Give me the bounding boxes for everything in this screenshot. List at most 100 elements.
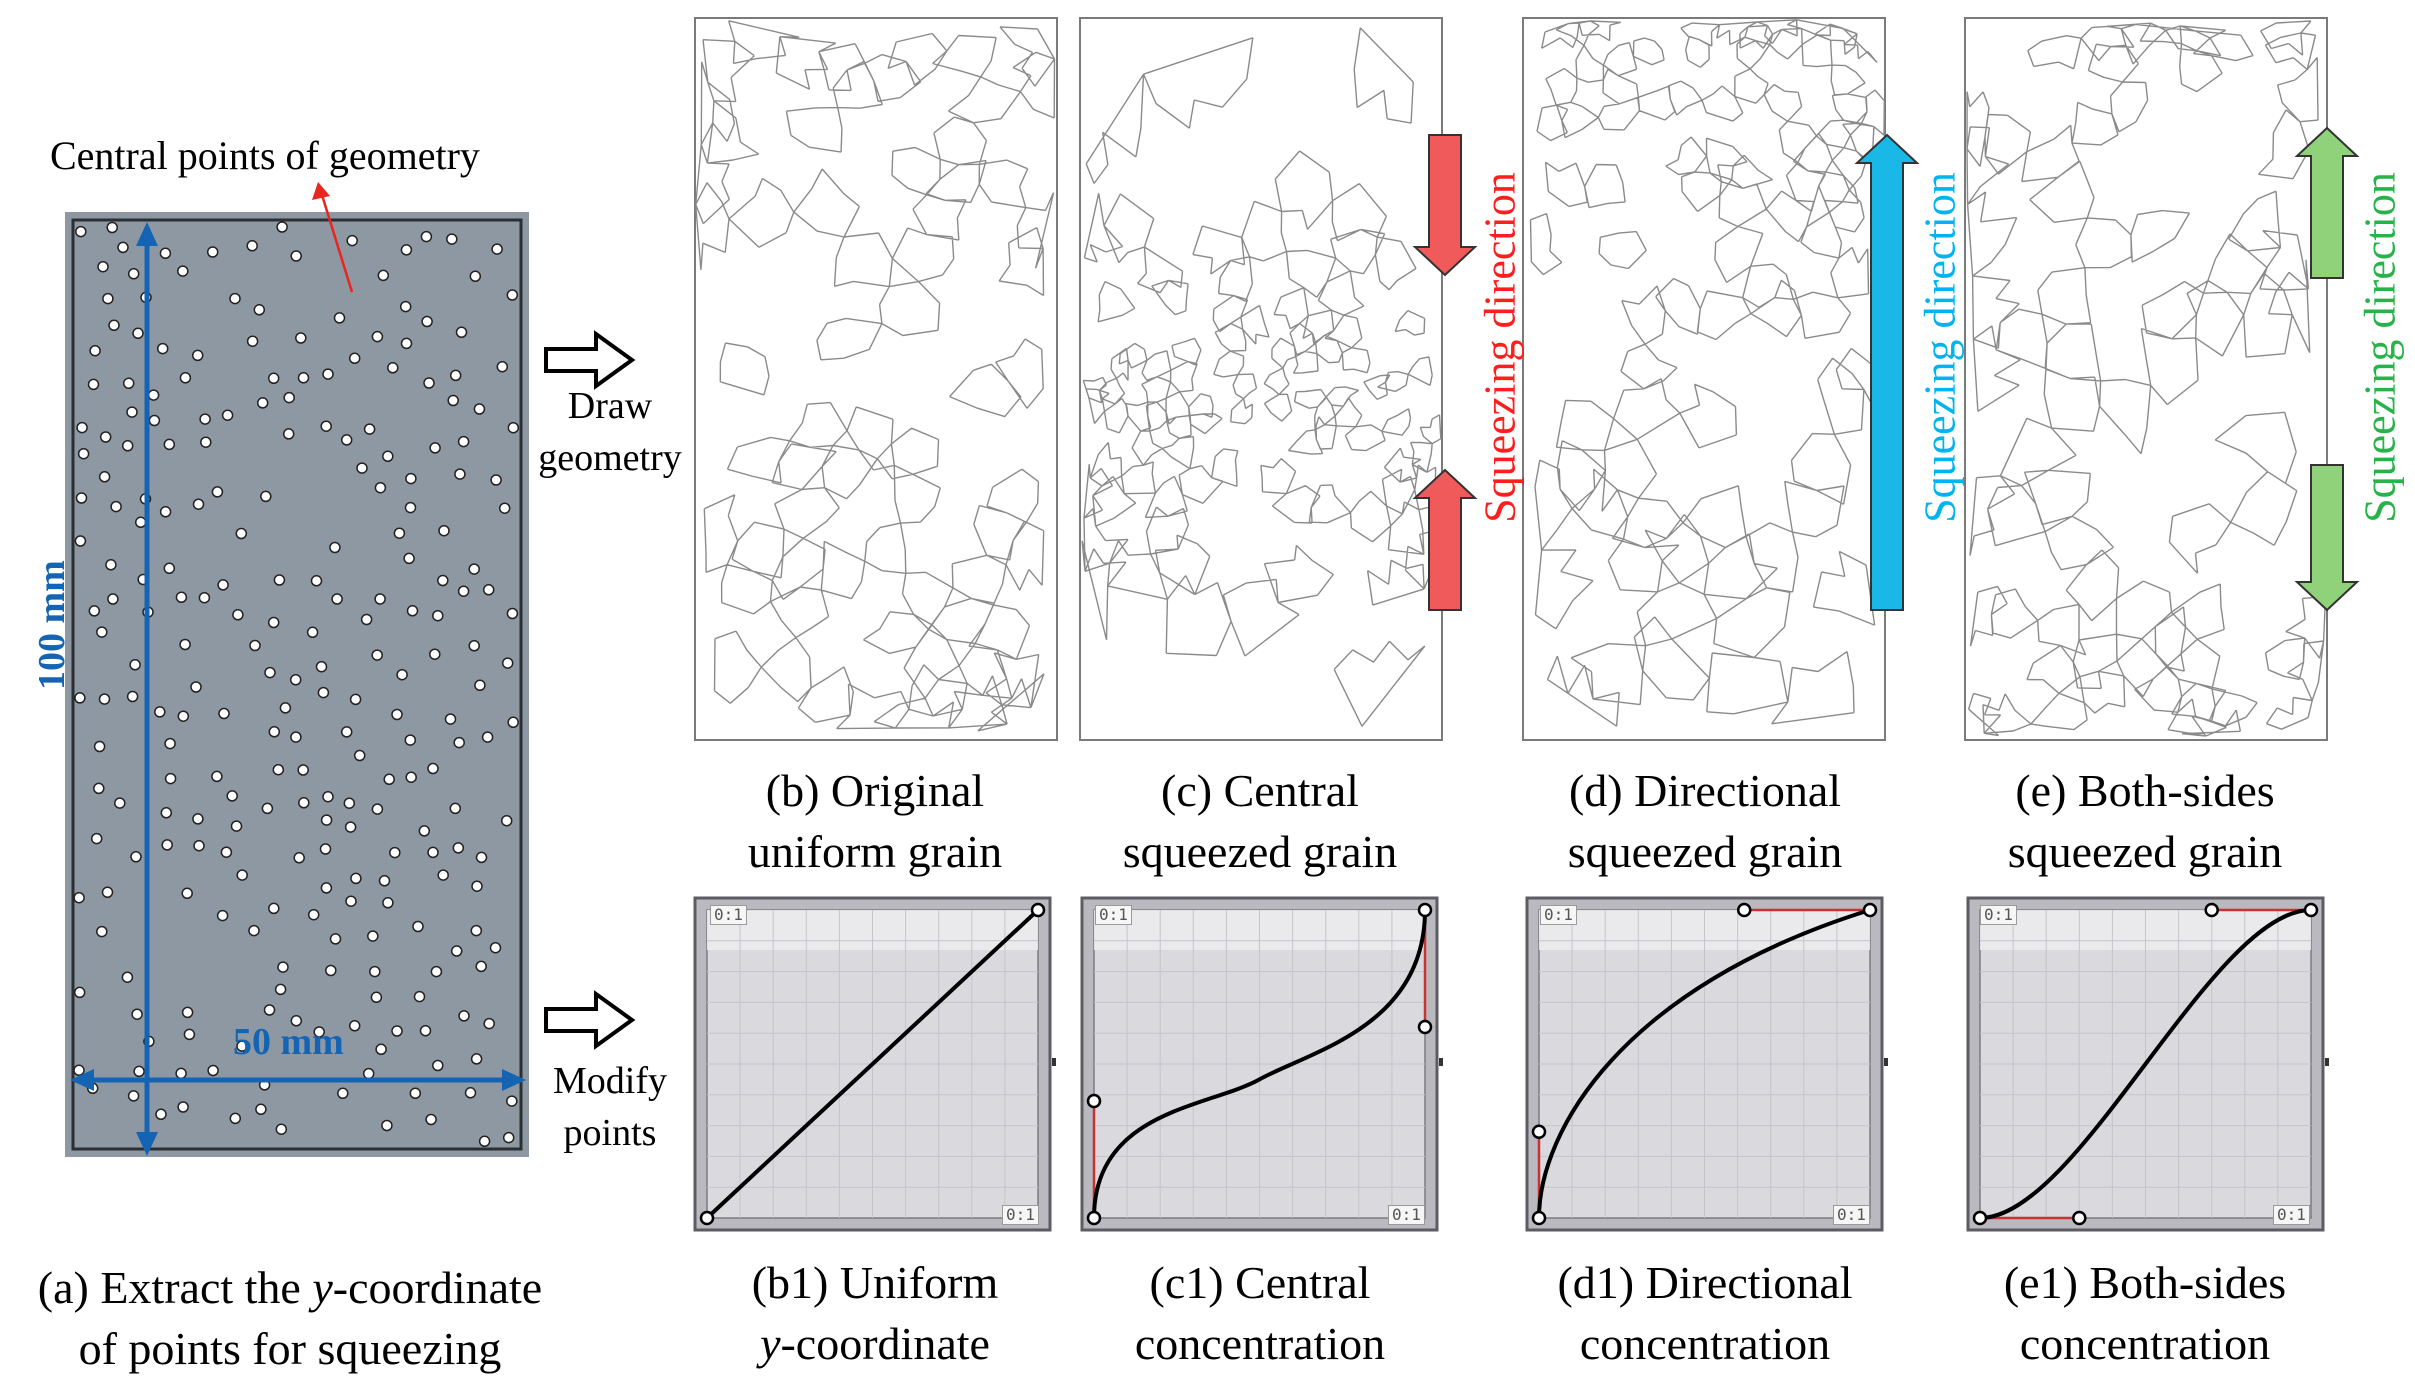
geometry-center-point bbox=[106, 221, 118, 234]
geometry-center-point bbox=[478, 1135, 491, 1148]
geometry-center-point bbox=[179, 638, 191, 651]
height-arrowhead-bottom bbox=[136, 1132, 158, 1156]
graph-e1-caption: (e1) Both-sides concentration bbox=[1965, 1252, 2325, 1374]
geometry-center-point bbox=[371, 803, 384, 815]
geometry-center-point bbox=[96, 626, 108, 638]
geometry-center-point bbox=[87, 378, 100, 391]
geometry-center-point bbox=[306, 626, 319, 639]
geometry-center-point bbox=[126, 690, 139, 703]
graph-b1-caption: (b1) Uniform y-coordinate bbox=[695, 1252, 1055, 1374]
geometry-center-point bbox=[164, 737, 176, 750]
geometry-center-point bbox=[389, 846, 401, 859]
geometry-center-point bbox=[132, 327, 144, 340]
geometry-center-point bbox=[438, 524, 450, 537]
geometry-center-point bbox=[105, 559, 117, 571]
geometry-center-point bbox=[218, 707, 230, 720]
graph-d1-tag-bottom: 0:1 bbox=[1833, 1205, 1870, 1225]
geometry-center-point bbox=[481, 731, 494, 743]
graph-c1-cap2: concentration bbox=[1134, 1318, 1386, 1369]
geometry-center-point bbox=[421, 315, 433, 328]
geometry-center-point bbox=[491, 243, 503, 255]
geometry-center-point bbox=[126, 406, 138, 418]
geometry-center-point bbox=[75, 225, 87, 238]
geometry-center-point bbox=[420, 230, 433, 243]
geometry-center-point bbox=[454, 468, 466, 480]
geometry-center-point bbox=[263, 1004, 276, 1016]
geometry-center-point bbox=[297, 764, 309, 776]
panel-a-caption: (a) Extract the y-coordinate of points f… bbox=[0, 1257, 580, 1379]
geometry-center-point bbox=[290, 250, 302, 262]
grain-d-cap1: (d) Directional bbox=[1568, 765, 1842, 816]
graph-control-point bbox=[1736, 902, 1752, 918]
height-dimension-label: 100 mm bbox=[31, 560, 73, 690]
geometry-center-point bbox=[255, 1103, 267, 1116]
geometry-center-point bbox=[337, 1087, 349, 1100]
graph-d1-caption: (d1) Directional concentration bbox=[1525, 1252, 1885, 1374]
geometry-center-point bbox=[363, 423, 376, 435]
geometry-center-point bbox=[256, 397, 269, 409]
geometry-center-point bbox=[161, 839, 173, 851]
geometry-center-point bbox=[148, 414, 161, 427]
geometry-center-point bbox=[191, 349, 204, 362]
geometry-center-point bbox=[458, 1010, 470, 1022]
geometry-center-point bbox=[127, 268, 140, 280]
geometry-center-point bbox=[455, 326, 468, 339]
geometry-center-point bbox=[130, 851, 142, 863]
geometry-center-point bbox=[289, 674, 302, 686]
annotation-arrow-head bbox=[312, 182, 330, 200]
grain-e-cap2: squeezed grain bbox=[2007, 826, 2283, 877]
geometry-center-point bbox=[413, 990, 426, 1003]
geometry-center-point bbox=[283, 391, 295, 404]
geometry-center-point bbox=[89, 344, 101, 357]
geometry-center-point bbox=[322, 790, 334, 803]
geometry-center-point bbox=[73, 1064, 85, 1077]
geometry-center-point bbox=[147, 389, 160, 401]
graph-c1-caption: (c1) Central concentration bbox=[1080, 1252, 1440, 1374]
geometry-center-point bbox=[217, 579, 229, 591]
geometry-center-point bbox=[310, 575, 323, 587]
panel-a-caption-post: -coordinate bbox=[332, 1262, 543, 1313]
geometry-center-point bbox=[404, 734, 417, 746]
geometry-center-point bbox=[160, 807, 173, 819]
grain-boundaries bbox=[1081, 27, 1442, 727]
geometry-center-point bbox=[279, 702, 292, 714]
grain-c-cap2: squeezed grain bbox=[1122, 826, 1398, 877]
geometry-center-point bbox=[382, 897, 394, 909]
geometry-center-point bbox=[190, 681, 202, 693]
geometry-center-point bbox=[381, 1119, 393, 1132]
geometry-center-point bbox=[236, 1040, 248, 1052]
geometry-center-point bbox=[229, 292, 241, 305]
geometry-center-point bbox=[73, 891, 85, 904]
panel-a-caption-line2: of points for squeezing bbox=[78, 1323, 502, 1374]
geometry-center-point bbox=[331, 593, 343, 605]
draw-line2: geometry bbox=[538, 437, 682, 479]
grain-panel-b bbox=[694, 17, 1058, 741]
geometry-center-point bbox=[404, 501, 417, 514]
geometry-center-point bbox=[374, 593, 386, 605]
graph-control-point bbox=[1086, 1210, 1102, 1226]
geometry-center-point bbox=[264, 666, 276, 679]
geometry-center-point bbox=[267, 616, 280, 629]
geometry-center-point bbox=[93, 740, 106, 753]
graph-mapping-curve-e1 bbox=[1979, 908, 2312, 1220]
geometry-center-point bbox=[295, 332, 307, 344]
graph-d1-cap2: concentration bbox=[1579, 1318, 1831, 1369]
geometry-center-point bbox=[452, 842, 465, 854]
geometry-center-point bbox=[322, 368, 334, 380]
geometry-center-annotation: Central points of geometry bbox=[50, 133, 480, 178]
geometry-center-point bbox=[399, 300, 412, 313]
graph-control-point bbox=[1030, 902, 1046, 918]
geometry-center-point bbox=[464, 1087, 477, 1099]
geometry-center-point bbox=[230, 820, 243, 832]
geometry-center-point bbox=[469, 270, 482, 283]
geometry-center-point bbox=[374, 481, 387, 494]
geometry-center-point bbox=[133, 1065, 145, 1078]
squeeze-arrow-e-down bbox=[2294, 464, 2360, 612]
geometry-center-point bbox=[375, 1043, 387, 1056]
geometry-center-point bbox=[74, 535, 87, 547]
draw-geometry-label: Draw geometry bbox=[520, 380, 700, 484]
geometry-center-point bbox=[400, 337, 413, 350]
geometry-center-point bbox=[275, 1123, 288, 1135]
geometry-center-point bbox=[498, 502, 511, 514]
